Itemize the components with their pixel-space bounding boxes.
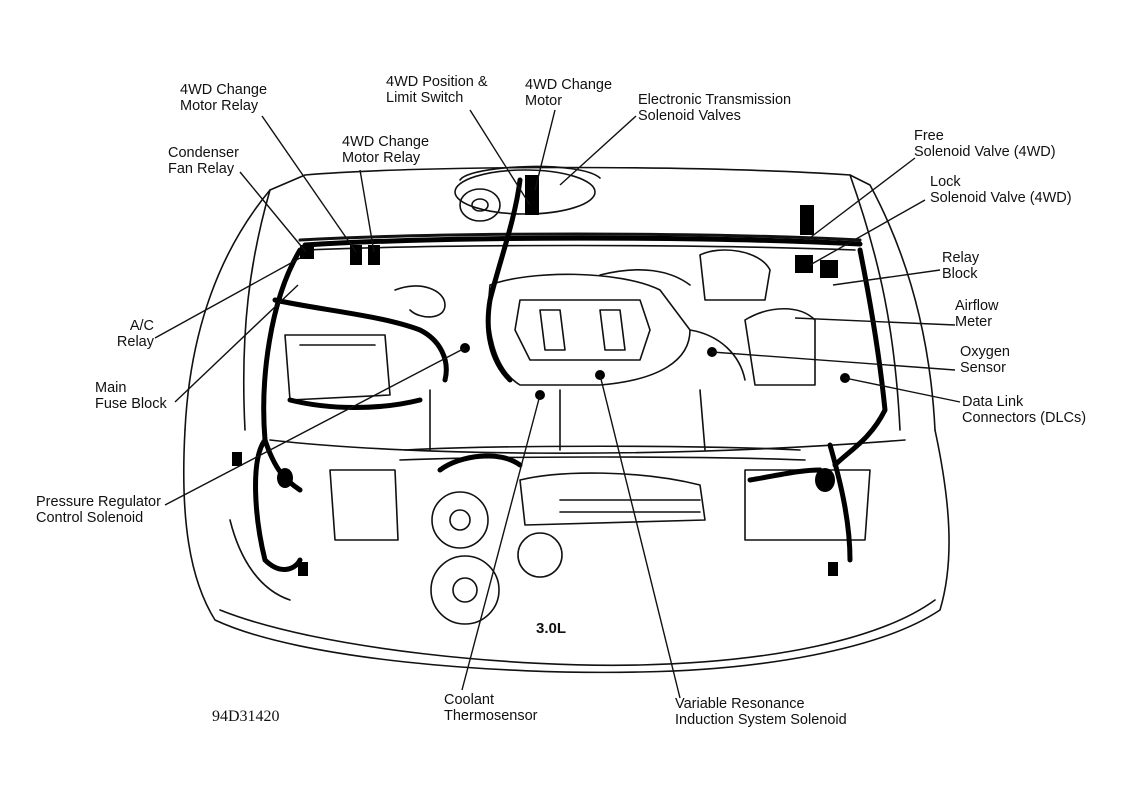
front-bumper bbox=[183, 429, 950, 674]
harness-right bbox=[832, 247, 888, 468]
label-4wd-change-motor: 4WD Change Motor bbox=[525, 77, 613, 109]
cowl bbox=[298, 232, 862, 242]
battery bbox=[284, 334, 391, 401]
label-relay-block: Relay Block bbox=[942, 250, 980, 282]
leader-condenser-fan-relay bbox=[239, 171, 307, 253]
intake-plenum bbox=[487, 273, 691, 386]
label-variable-resonance-induction-system-solenoid: Variable Resonance Induction System Sole… bbox=[675, 696, 847, 728]
figure-code: 94D31420 bbox=[212, 708, 280, 725]
label-coolant-thermosensor: Coolant Thermosensor bbox=[444, 692, 538, 724]
leader-ac-relay bbox=[154, 257, 301, 339]
leader-variable-resonance-solenoid bbox=[599, 374, 681, 699]
leader-4wd-change-motor bbox=[534, 109, 556, 191]
label-4wd-change-motor-relay-b: 4WD Change Motor Relay bbox=[342, 134, 430, 166]
leader-relay-block bbox=[832, 269, 941, 286]
bumper-lower bbox=[219, 599, 936, 667]
fender-right bbox=[849, 174, 901, 431]
cowl-lower bbox=[304, 244, 856, 251]
leader-main-fuse-block bbox=[174, 284, 299, 403]
harness-left bbox=[261, 247, 303, 493]
leader-data-link-connectors bbox=[844, 377, 961, 403]
front-panel bbox=[269, 439, 906, 454]
label-pressure-regulator-control-solenoid: Pressure Regulator Control Solenoid bbox=[36, 494, 161, 526]
crank-pulley bbox=[430, 555, 500, 625]
label-electronic-transmission-solenoid-valves: Electronic Transmission Solenoid Valves bbox=[638, 92, 792, 124]
leader-coolant-thermosensor bbox=[461, 394, 541, 691]
leader-pressure-regulator-control-solenoid bbox=[164, 347, 466, 506]
leader-airflow-meter bbox=[794, 317, 956, 326]
label-airflow-meter: Airflow Meter bbox=[955, 298, 999, 330]
harness-top bbox=[302, 235, 863, 248]
label-free-solenoid-valve: Free Solenoid Valve (4WD) bbox=[914, 128, 1056, 160]
engine-size-label: 3.0L bbox=[536, 620, 567, 637]
bumper-inner bbox=[229, 519, 291, 601]
label-data-link-connectors: Data Link Connectors (DLCs) bbox=[962, 394, 1087, 426]
washer-reservoir bbox=[744, 308, 816, 386]
label-4wd-position-limit-switch: 4WD Position & Limit Switch bbox=[386, 74, 488, 106]
leader-free-solenoid-valve bbox=[806, 157, 916, 241]
grille-right bbox=[744, 469, 871, 541]
label-main-fuse-block: Main Fuse Block bbox=[95, 380, 167, 412]
leader-4wd-change-motor-relay-a bbox=[261, 115, 357, 253]
leader-electronic-transmission-solenoid-valves bbox=[559, 115, 637, 186]
label-condenser-fan-relay: Condenser Fan Relay bbox=[168, 145, 239, 177]
leader-oxygen-sensor bbox=[711, 351, 956, 371]
label-4wd-change-motor-relay-a: 4WD Change Motor Relay bbox=[180, 82, 268, 114]
label-ac-relay: A/C Relay bbox=[116, 318, 154, 350]
fender-left bbox=[242, 189, 271, 431]
grille-left bbox=[329, 469, 399, 541]
alternator bbox=[431, 491, 489, 549]
leader-4wd-change-motor-relay-b bbox=[359, 169, 375, 253]
label-lock-solenoid-valve: Lock Solenoid Valve (4WD) bbox=[930, 174, 1072, 206]
leader-4wd-position-limit-switch bbox=[469, 109, 531, 206]
label-oxygen-sensor: Oxygen Sensor bbox=[960, 344, 1010, 376]
leader-lock-solenoid-valve bbox=[809, 199, 926, 266]
